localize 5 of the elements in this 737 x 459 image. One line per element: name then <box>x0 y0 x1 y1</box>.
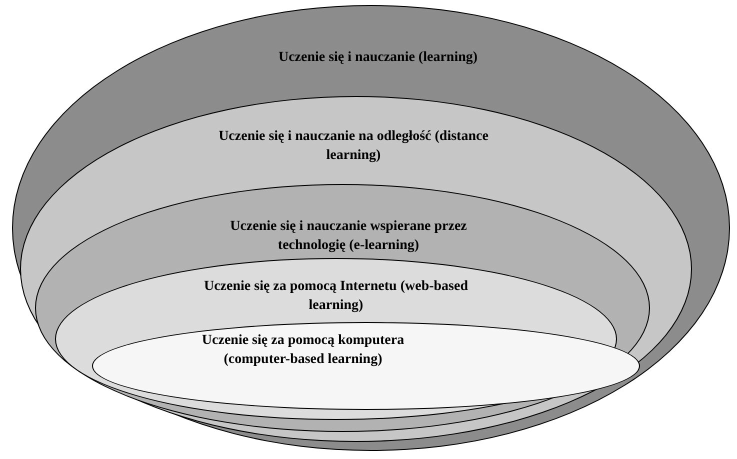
region-label: Uczenie się i nauczanie wspierane przez technologię (e-learning) <box>229 218 468 255</box>
region-label: Uczenie się za pomocą Internetu (web-based learning) <box>202 278 469 315</box>
region-label: Uczenie się i nauczanie na odległość (distance learning) <box>218 128 490 165</box>
region-label: Uczenie się za pomocą komputera (computer-based learning) <box>200 332 406 369</box>
region-label: Uczenie się i nauczanie (learning) <box>277 49 479 67</box>
